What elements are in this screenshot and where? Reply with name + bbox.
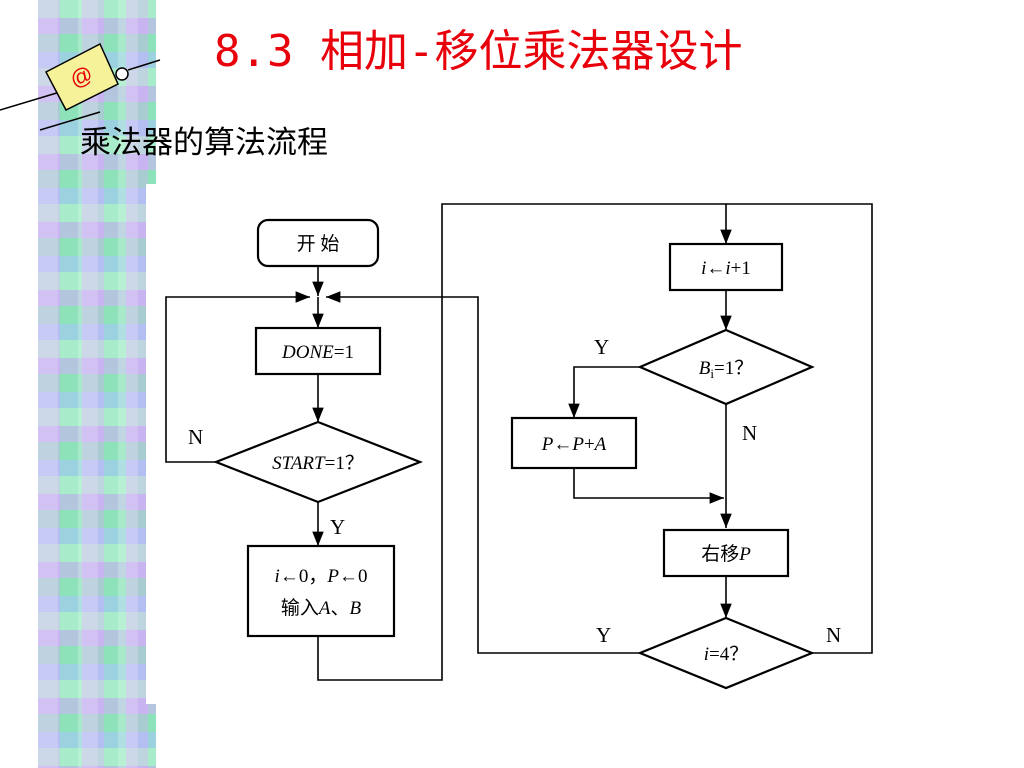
decorative-side-strip <box>38 0 156 768</box>
start-node-label: 开 始 <box>297 233 340 255</box>
init-line-2: 输入A、B <box>281 597 362 619</box>
bit-check-label: Bi=1？ <box>699 358 753 381</box>
slide-subtitle: 乘法器的算法流程 <box>80 125 328 161</box>
count-check-decision <box>637 616 815 690</box>
start-check-label: START=1？ <box>272 453 364 474</box>
decorative-side-strip-overlay <box>38 0 156 768</box>
add-box <box>510 416 638 470</box>
increment-label: i←i+1 <box>701 258 751 279</box>
start-check-yes-label: Y <box>330 515 345 539</box>
done-assign-box <box>254 326 382 376</box>
count-check-label: i=4？ <box>704 644 749 665</box>
shift-label: 右移P <box>701 543 751 565</box>
slide-title: 8.3 相加-移位乘法器设计 <box>214 26 743 77</box>
count-check-yes-label: Y <box>596 623 611 647</box>
add-label: P←P+A <box>541 434 607 455</box>
increment-box <box>668 242 784 292</box>
shift-box <box>662 528 790 578</box>
start-check-no-label: N <box>188 425 203 449</box>
bit-check-yes-label: Y <box>594 335 609 359</box>
bit-check-no-label: N <box>742 421 757 445</box>
init-box <box>246 544 396 638</box>
done-assign-label: DONE=1 <box>281 342 354 363</box>
count-check-no-label: N <box>826 623 841 647</box>
start-check-decision <box>212 420 424 504</box>
bit-check-decision <box>637 328 815 406</box>
start-node <box>256 218 380 268</box>
flow-connectors <box>165 203 873 681</box>
init-line-1: i←0，P←0 <box>275 566 368 587</box>
logic-gate-logo-icon: @ <box>0 42 161 131</box>
